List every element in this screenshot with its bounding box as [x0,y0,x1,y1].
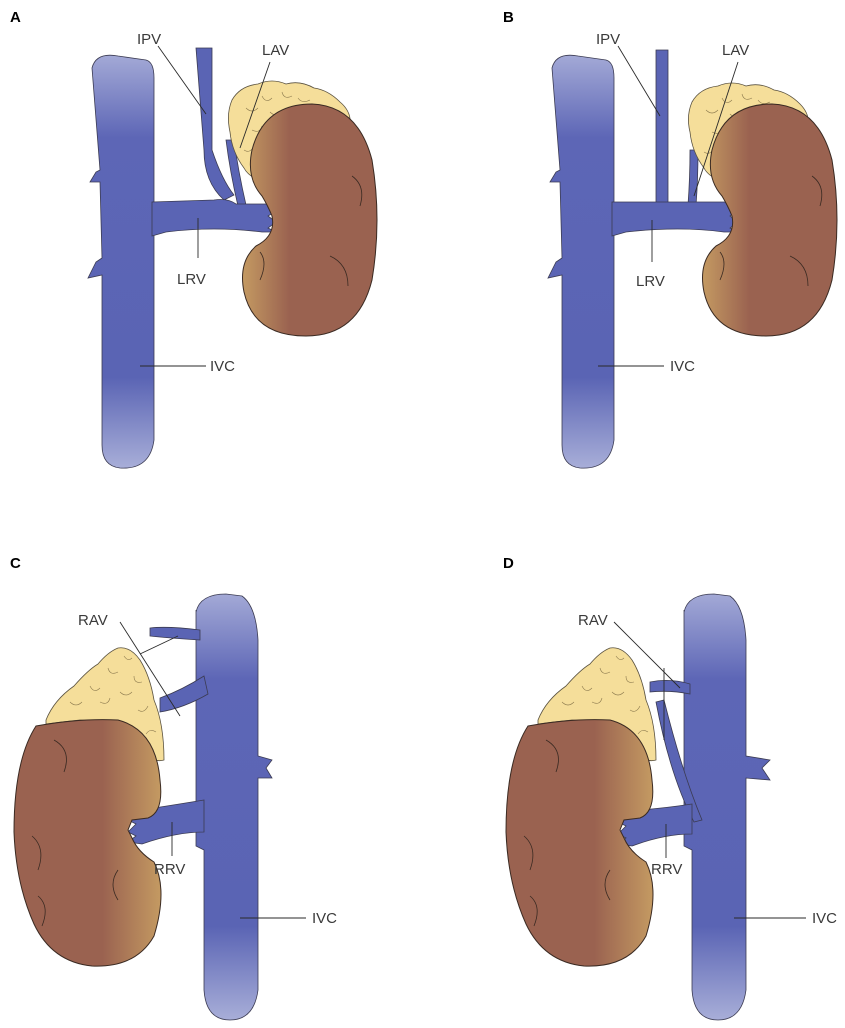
panel-a-lrv-vessel [152,200,278,237]
panel-a-ivc [88,55,154,468]
panel-c-ivc [196,594,272,1020]
panel-b-ivc [548,55,614,468]
panel-c-letter: C [10,555,21,572]
panel-b-ivc-label: IVC [670,358,695,375]
panel-a-lrv-label: LRV [177,271,206,288]
panel-d-rav-vessel-upper [650,680,690,694]
panel-d-letter: D [503,555,514,572]
panel-c-rav-vessel-upper [150,627,200,640]
panel-b-lrv-vessel [612,202,738,236]
panel-d-ivc-label: IVC [812,910,837,927]
panel-b-ipv-label: IPV [596,31,620,48]
panel-a: A IPV LAV LRV IVC [10,9,377,468]
panel-c-rav-label: RAV [78,612,108,629]
panel-c-ivc-label: IVC [312,910,337,927]
panel-b-lav-vessel [688,150,698,205]
panel-a-letter: A [10,9,21,26]
panel-c-rav-leader-upper [140,636,178,654]
panel-b-lrv-label: LRV [636,273,665,290]
panel-b-lav-label: LAV [722,42,749,59]
panel-a-lav-label: LAV [262,42,289,59]
panel-b-ipv-vessel [656,50,668,205]
panel-b-ipv-leader [618,46,660,116]
panel-b: B IPV LAV LRV IVC [503,9,837,468]
panel-d: D RAV RRV IVC [503,555,837,1020]
panel-b-letter: B [503,9,514,26]
panel-d-rav-label: RAV [578,612,608,629]
panel-c-rrv-label: RRV [154,861,185,878]
panel-c: C RAV RRV IVC [10,555,337,1020]
panel-a-ipv-label: IPV [137,31,161,48]
panel-d-rrv-label: RRV [651,861,682,878]
panel-a-ivc-label: IVC [210,358,235,375]
